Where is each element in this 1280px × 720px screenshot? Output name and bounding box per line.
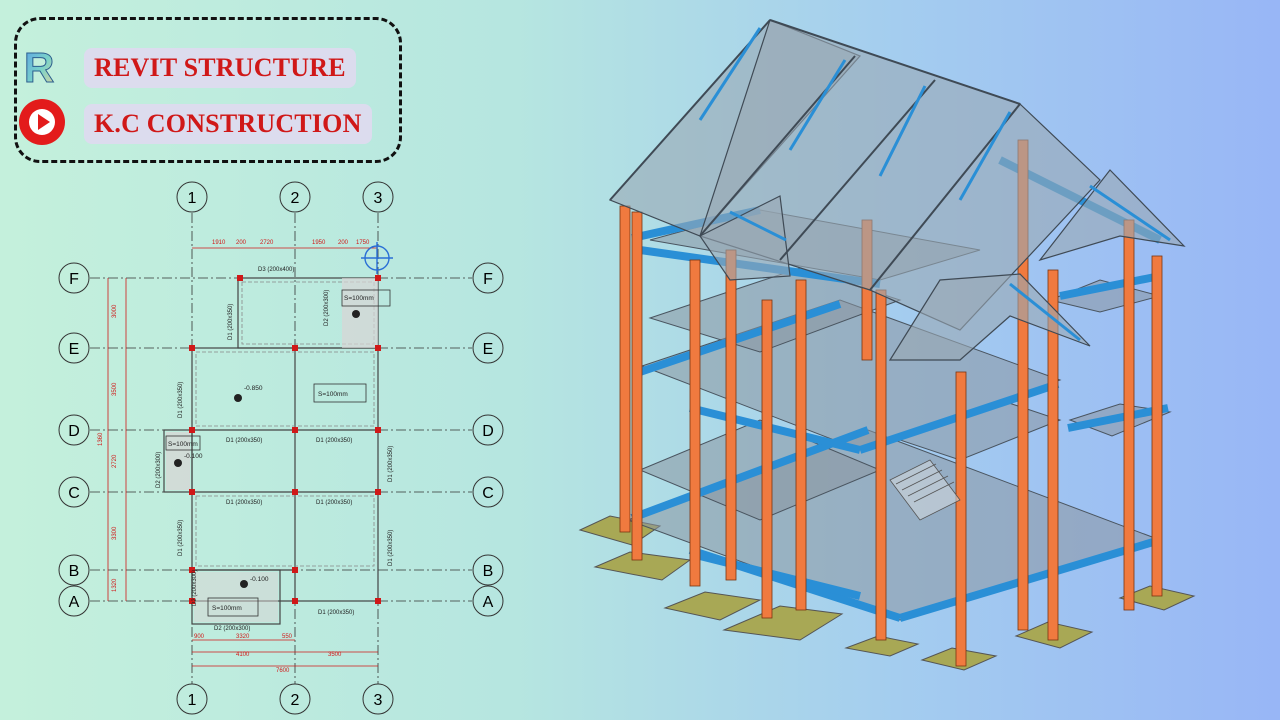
dim-bot-2: 550 [282,634,293,640]
dim-bot-0: 900 [194,634,205,640]
beam-label-d2-v1: D2 (200x300) [324,290,330,326]
dim-left-5: 1320 [112,578,118,592]
beam-label-d1-v4: D1 (200x350) [388,446,394,482]
grid-1-top: 1 [188,190,197,207]
dim-top-4: 200 [338,240,349,246]
slab-tag-4: S=100mm [212,605,242,612]
beam-label-d1-v5: D1 (200x350) [388,530,394,566]
level-tag-3: -0.100 [184,453,203,460]
reference-marker [361,242,393,274]
grid-e-right: E [483,341,494,358]
beam-label-d1-v3: D1 (200x350) [178,520,184,556]
grid-c-right: C [482,485,494,502]
beam-label-d1-c2: D1 (200x350) [316,500,352,506]
grid-e-left: E [69,341,80,358]
beam-label-d3: D3 (200x400) [258,267,294,273]
grid-2-bottom: 2 [291,692,300,709]
dim-top-3: 1950 [312,240,326,246]
beam-label-d1-d2: D1 (200x350) [316,438,352,444]
beam-label-d1-d: D1 (200x350) [226,438,262,444]
svg-text:R: R [24,44,54,88]
beam-label-d1-v2: D1 (200x350) [178,382,184,418]
dim-bot-1: 3320 [236,634,250,640]
grid-1-bottom: 1 [188,692,197,709]
grid-d-right: D [482,423,494,440]
dim-top-5: 1750 [356,240,370,246]
dim-bot-3: 4100 [236,652,250,658]
youtube-play-icon [19,99,65,145]
dim-left-0: 3000 [112,304,118,318]
stair [889,459,961,521]
dim-left-1: 3500 [112,382,118,396]
grid-a-right: A [483,594,494,611]
beam-label-d2-v2: D2 (200x300) [156,452,162,488]
grid-bubbles-left: F E D C B A [58,262,90,617]
dim-left-4: 3300 [112,526,118,540]
level-tag-1: -0.850 [244,385,263,392]
grid-bubbles-top: 1 2 3 [176,181,394,213]
grid-2-top: 2 [291,190,300,207]
floor-plan: 1 2 3 1 2 3 F E D C B A F E D C B [58,181,504,715]
beam-label-d1-v1: D1 (200x350) [228,304,234,340]
brand-box [14,17,402,163]
dim-top-0: 1910 [212,240,226,246]
dim-top-1: 200 [236,240,247,246]
revit-logo: R [24,44,55,88]
grid-c-left: C [68,485,80,502]
channel-name: K.C CONSTRUCTION [84,104,372,144]
slab-tag-3: S=100mm [168,441,198,448]
grid-d-left: D [68,423,80,440]
beam-label-d1-c: D1 (200x350) [226,500,262,506]
slab-tag-2: S=100mm [344,295,374,302]
grid-b-left: B [69,563,80,580]
dim-bot-5: 7600 [276,668,290,674]
grid-bubbles-bottom: 1 2 3 [176,683,394,715]
grid-3-top: 3 [374,190,383,207]
dim-top-2: 2720 [260,240,274,246]
level-tag-2: -0.100 [250,576,269,583]
beam-label-d2-v3: D2 (200x300) [192,570,198,606]
brand-title: REVIT STRUCTURE [84,48,356,88]
beam-label-d1-a: D1 (200x350) [318,610,354,616]
grid-3-bottom: 3 [374,692,383,709]
grid-b-right: B [483,563,494,580]
dim-left-3: 2720 [112,454,118,468]
dim-bot-4: 3500 [328,652,342,658]
grid-a-left: A [69,594,80,611]
structure-3d-model [578,19,1196,671]
dim-left-2: 1360 [98,432,104,446]
beam-label-d2-a: D2 (200x300) [214,626,250,632]
slab-tag-1: S=100mm [318,391,348,398]
grid-f-left: F [69,271,79,288]
grid-bubbles-right: F E D C B A [472,262,504,617]
grid-f-right: F [483,271,493,288]
columns [619,139,1163,667]
